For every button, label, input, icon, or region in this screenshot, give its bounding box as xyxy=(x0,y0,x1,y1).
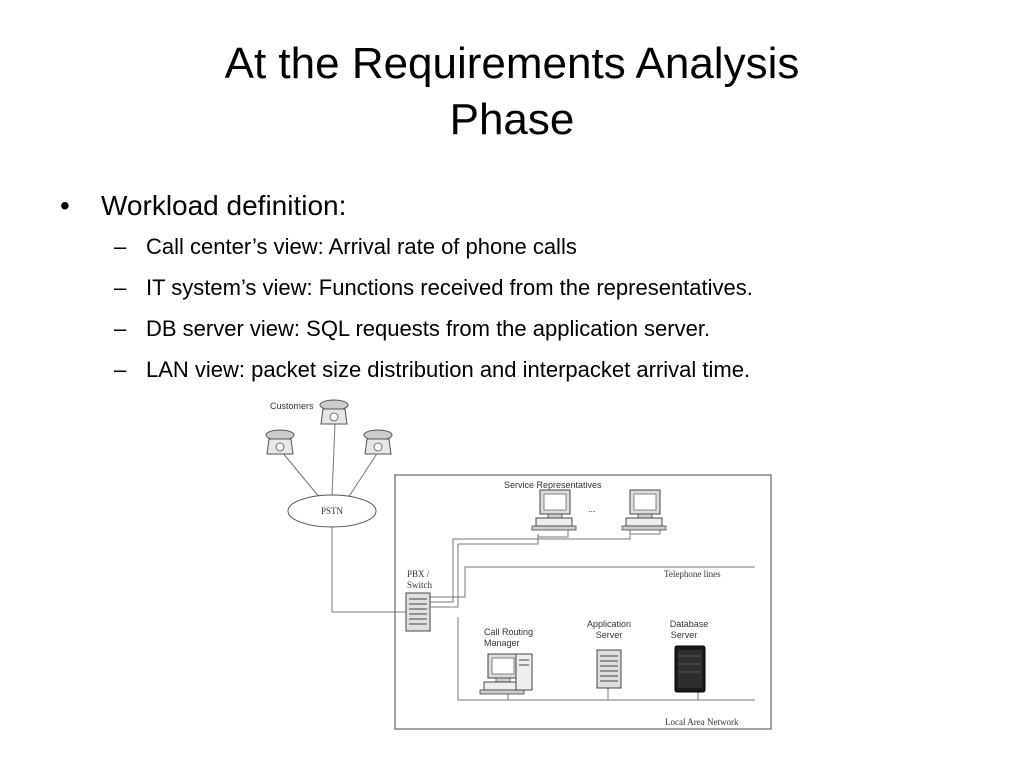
sub-bullet-call-center: Call center’s view: Arrival rate of phon… xyxy=(60,226,1000,267)
pbx-switch-icon xyxy=(405,592,431,632)
sub-bullet-db-server: DB server view: SQL requests from the ap… xyxy=(60,308,1000,349)
call-center-diagram: Customers PSTN Service Representatives .… xyxy=(265,399,772,730)
database-server-label-1: Database xyxy=(670,619,709,629)
bullet-list: Workload definition: Call center’s view:… xyxy=(60,186,1000,390)
call-center-boundary xyxy=(394,474,772,730)
title-line-2: Phase xyxy=(449,95,575,144)
sub-bullet-it-system: IT system’s view: Functions received fro… xyxy=(60,267,1000,308)
application-server-icon xyxy=(596,649,622,689)
local-area-network-label: Local Area Network xyxy=(665,717,739,727)
workstation-icon xyxy=(621,489,667,531)
customers-label: Customers xyxy=(270,401,314,411)
pbx-label-1: PBX / xyxy=(407,569,430,579)
service-representatives-label: Service Representatives xyxy=(504,480,602,490)
phone-icon xyxy=(319,399,349,425)
pstn-node xyxy=(287,494,377,528)
sub-bullet-lan: LAN view: packet size distribution and i… xyxy=(60,349,1000,390)
application-server-label-1: Application xyxy=(587,619,631,629)
bullet-workload-definition: Workload definition: xyxy=(60,186,1000,226)
phone-icon xyxy=(265,429,295,455)
title-line-1: At the Requirements Analysis xyxy=(224,39,800,88)
database-server-label-2: Server xyxy=(671,630,698,640)
workstation-icon xyxy=(531,489,577,531)
pstn-label: PSTN xyxy=(321,506,344,516)
tower-icon xyxy=(515,653,533,691)
telephone-lines-label: Telephone lines xyxy=(664,569,721,579)
database-server-icon xyxy=(674,645,706,693)
ellipsis-label: ... xyxy=(588,504,596,514)
pbx-label-2: Switch xyxy=(407,580,433,590)
phone-icon xyxy=(363,429,393,455)
call-routing-label-2: Manager xyxy=(484,638,520,648)
call-routing-label-1: Call Routing xyxy=(484,627,533,637)
application-server-label-2: Server xyxy=(596,630,623,640)
slide-title: At the Requirements Analysis Phase xyxy=(0,36,1024,148)
